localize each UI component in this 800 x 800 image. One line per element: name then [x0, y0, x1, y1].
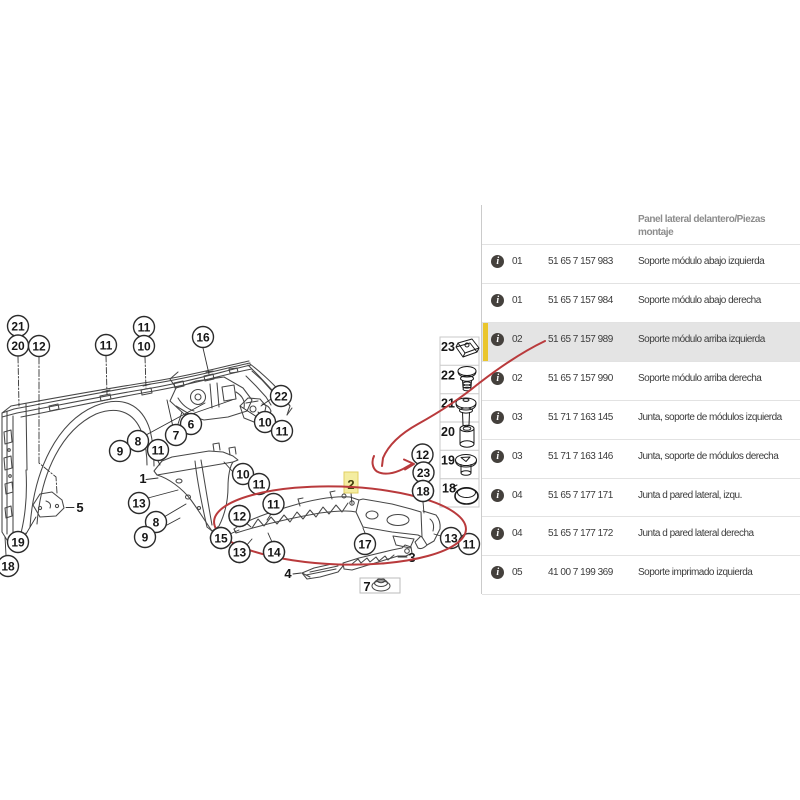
svg-text:12: 12 [32, 339, 46, 353]
svg-text:11: 11 [152, 443, 165, 457]
svg-text:20: 20 [11, 339, 25, 353]
svg-text:11: 11 [138, 320, 151, 334]
svg-text:13: 13 [233, 545, 247, 559]
svg-text:10: 10 [258, 415, 272, 429]
svg-text:23: 23 [417, 466, 431, 480]
svg-text:18: 18 [416, 484, 430, 498]
svg-text:11: 11 [276, 424, 289, 438]
svg-text:17: 17 [358, 537, 372, 551]
svg-text:12: 12 [416, 448, 430, 462]
svg-text:19: 19 [11, 535, 25, 549]
svg-text:9: 9 [117, 444, 124, 458]
svg-text:16: 16 [196, 330, 210, 344]
svg-text:22: 22 [441, 369, 455, 383]
svg-text:23: 23 [441, 340, 455, 354]
svg-text:6: 6 [188, 417, 195, 431]
svg-text:10: 10 [137, 339, 151, 353]
svg-text:15: 15 [214, 531, 228, 545]
svg-text:11: 11 [253, 477, 266, 491]
svg-text:19: 19 [441, 454, 455, 468]
svg-text:18: 18 [442, 482, 456, 496]
svg-text:12: 12 [233, 509, 247, 523]
svg-text:11: 11 [463, 537, 476, 551]
svg-text:11: 11 [100, 338, 113, 352]
svg-text:21: 21 [11, 319, 25, 333]
svg-text:20: 20 [441, 425, 455, 439]
svg-text:22: 22 [274, 389, 288, 403]
svg-text:4: 4 [284, 566, 292, 581]
svg-text:10: 10 [236, 467, 250, 481]
svg-text:11: 11 [267, 497, 280, 511]
svg-text:5: 5 [76, 500, 83, 515]
svg-text:14: 14 [267, 545, 281, 559]
svg-text:7: 7 [363, 579, 370, 594]
svg-text:2: 2 [347, 477, 354, 492]
svg-text:13: 13 [132, 496, 146, 510]
svg-text:21: 21 [441, 397, 455, 411]
svg-text:8: 8 [135, 434, 142, 448]
svg-text:8: 8 [153, 515, 160, 529]
svg-text:7: 7 [173, 428, 180, 442]
svg-text:9: 9 [142, 530, 149, 544]
svg-text:3: 3 [408, 550, 415, 565]
svg-text:1: 1 [139, 471, 146, 486]
svg-text:18: 18 [1, 559, 15, 573]
svg-text:13: 13 [444, 531, 458, 545]
